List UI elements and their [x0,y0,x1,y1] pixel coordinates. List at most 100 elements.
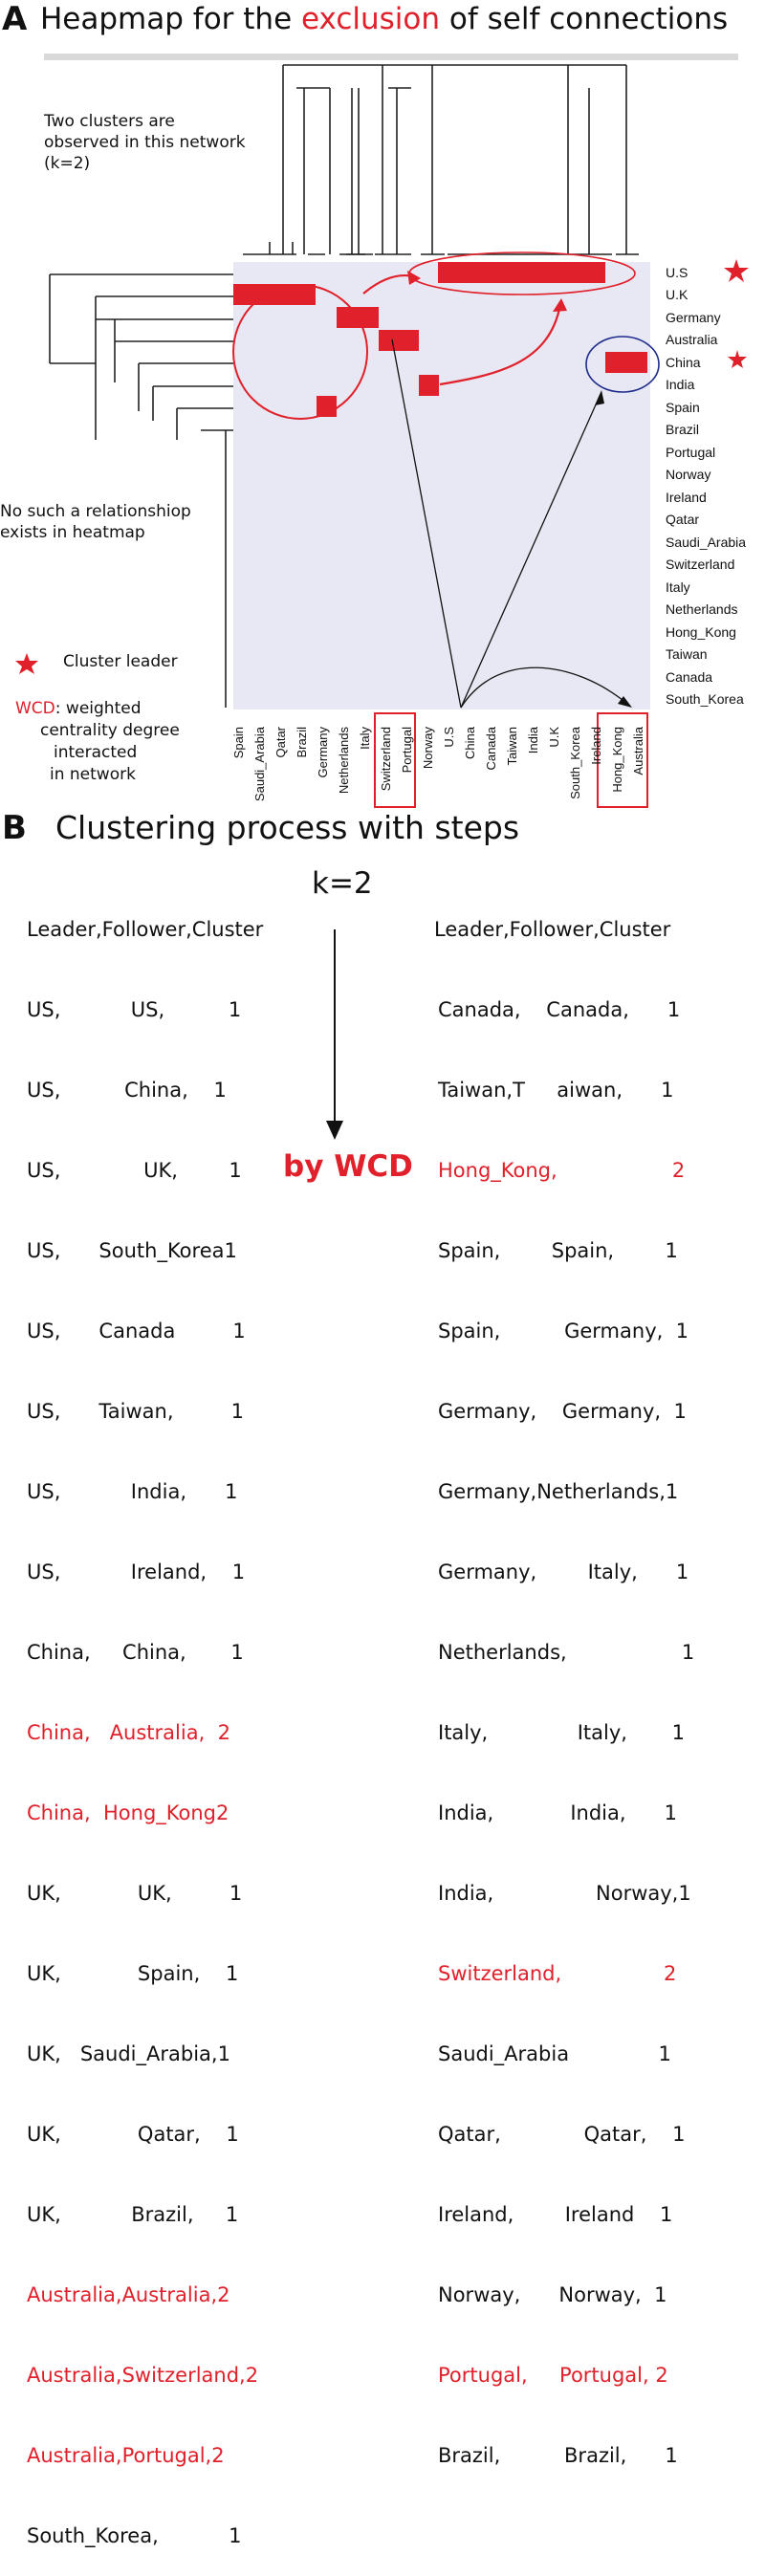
row-label: Canada [666,669,713,685]
column-label: Ireland [589,727,603,765]
row-label: Taiwan [666,646,708,662]
table-row: India, India, 1 [438,1801,677,1824]
table-row: Portugal, Portugal, 2 [438,2364,668,2387]
table-row: Germany, Italy, 1 [438,1561,689,1583]
row-label: Ireland [666,490,707,505]
column-label: India [526,727,540,754]
black-arrowhead-2 [618,696,632,708]
by-wcd-label: by WCD [283,1149,413,1184]
column-label: Qatar [273,727,288,758]
wcd-abbr: WCD [15,699,55,718]
column-label: Brazil [295,727,309,758]
column-label: Hong_Kong [610,727,624,793]
table-row: Canada, Canada, 1 [438,998,681,1021]
legend-wcd: WCD: weighted centrality degree interact… [15,698,180,786]
table-row: Germany, Germany, 1 [438,1400,687,1423]
top-grey-bar [44,54,738,60]
table-row: Norway, Norway, 1 [438,2283,667,2306]
leader-stars [15,259,749,674]
row-label: Portugal [666,445,716,460]
table-row: US, China, 1 [27,1079,227,1102]
column-label: Italy [358,727,372,750]
row-label: Netherlands [666,601,738,617]
row-label: South_Korea [666,691,744,707]
row-label: U.K [666,287,688,302]
row-dendrogram [49,273,233,708]
column-label: Australia [631,727,645,775]
note-line: observed in this network [44,133,246,152]
star-icon-legend [15,653,38,674]
column-label: Germany [316,727,330,778]
table-row: UK, Spain, 1 [27,1962,239,1985]
column-dendrogram [243,64,639,255]
row-label: Saudi_Arabia [666,535,747,550]
cluster-circle-china [585,336,660,393]
panel-a-title-end: of self connections [440,2,729,36]
row-label: U.S [666,265,688,280]
note-no-relationship: No such a relationshiop exists in heatma… [0,501,191,543]
highlight-box-hongkong-australia [597,712,648,808]
table-row: Saudi_Arabia 1 [438,2042,671,2065]
cell-china-row [605,352,647,373]
table-row: Switzerland, 2 [438,1962,677,1985]
star-icon-us [724,259,749,282]
table-row: China, Hong_Kong2 [27,1801,230,1824]
heatmap-figure [15,54,749,808]
table-row: Qatar, Qatar, 1 [438,2123,686,2146]
row-label: Australia [666,332,718,347]
table-row: China, Australia, 2 [27,1721,230,1744]
table-row: Australia,Switzerland,2 [27,2364,259,2387]
row-label: Spain [666,400,700,415]
column-label: Taiwan [505,727,519,766]
black-arrows [391,338,628,709]
table-row: Ireland, Ireland 1 [438,2203,673,2226]
row-label: India [666,377,695,392]
heatmap-background [233,262,650,709]
note-line: Two clusters are [44,112,175,131]
row-label: Brazil [666,422,700,437]
row-label: Italy [666,579,690,595]
legend-wcd-line: in network [50,765,136,784]
star-icon-china [728,350,747,368]
table-header: Leader,Follower,Cluster [434,918,671,941]
table-row: US, Taiwan, 1 [27,1400,244,1423]
table-row: Taiwan,T aiwan, 1 [438,1079,674,1102]
table-row: South_Korea, 1 [27,2524,242,2547]
cell-us-row [438,262,605,283]
table-row: US, Canada 1 [27,1320,246,1343]
panel-b-letter: B [2,809,27,847]
panel-b-title: Clustering process with steps [55,809,520,846]
legend-cluster-leader-label: Cluster leader [63,652,178,671]
note-line: exists in heatmap [0,523,145,542]
row-label: Switzerland [666,557,735,572]
table-row: Hong_Kong, 2 [438,1159,686,1182]
column-label: Portugal [400,727,414,774]
column-label: Netherlands [337,727,351,795]
black-arrowhead-1 [595,390,604,405]
left-cluster-table: Leader,Follower,Cluster US, US, 1 US, Ch… [27,862,263,2576]
row-label: Hong_Kong [666,624,736,640]
column-label: U.S [442,727,456,748]
column-label: Canada [484,727,498,771]
cell-india-row [419,375,439,396]
table-row: US, UK, 1 [27,1159,242,1182]
column-label: Saudi_Arabia [252,727,267,802]
table-row: China, China, 1 [27,1641,244,1664]
legend-wcd-line: centrality degree [40,721,180,740]
wcd-rest: : weighted [55,699,142,718]
right-cluster-table: Leader,Follower,Cluster Canada, Canada, … [434,862,694,2496]
panel-a-title: Heapmap for the exclusion of self connec… [40,2,728,36]
table-row: UK, Brazil, 1 [27,2203,239,2226]
cell-australia-row [379,330,419,351]
table-row: Spain, Germany, 1 [438,1320,689,1343]
table-row: Italy, Italy, 1 [438,1721,686,1744]
row-label: Germany [666,310,721,325]
column-label: Spain [231,727,246,759]
note-line: No such a relationshiop [0,502,191,521]
table-row: Australia,Australia,2 [27,2283,230,2306]
column-label: Switzerland [379,727,393,792]
panel-a-title-start: Heapmap for the [40,2,301,36]
column-label: Norway [421,727,435,770]
table-row: Netherlands, 1 [438,1641,695,1664]
table-row: US, South_Korea1 [27,1239,237,1262]
